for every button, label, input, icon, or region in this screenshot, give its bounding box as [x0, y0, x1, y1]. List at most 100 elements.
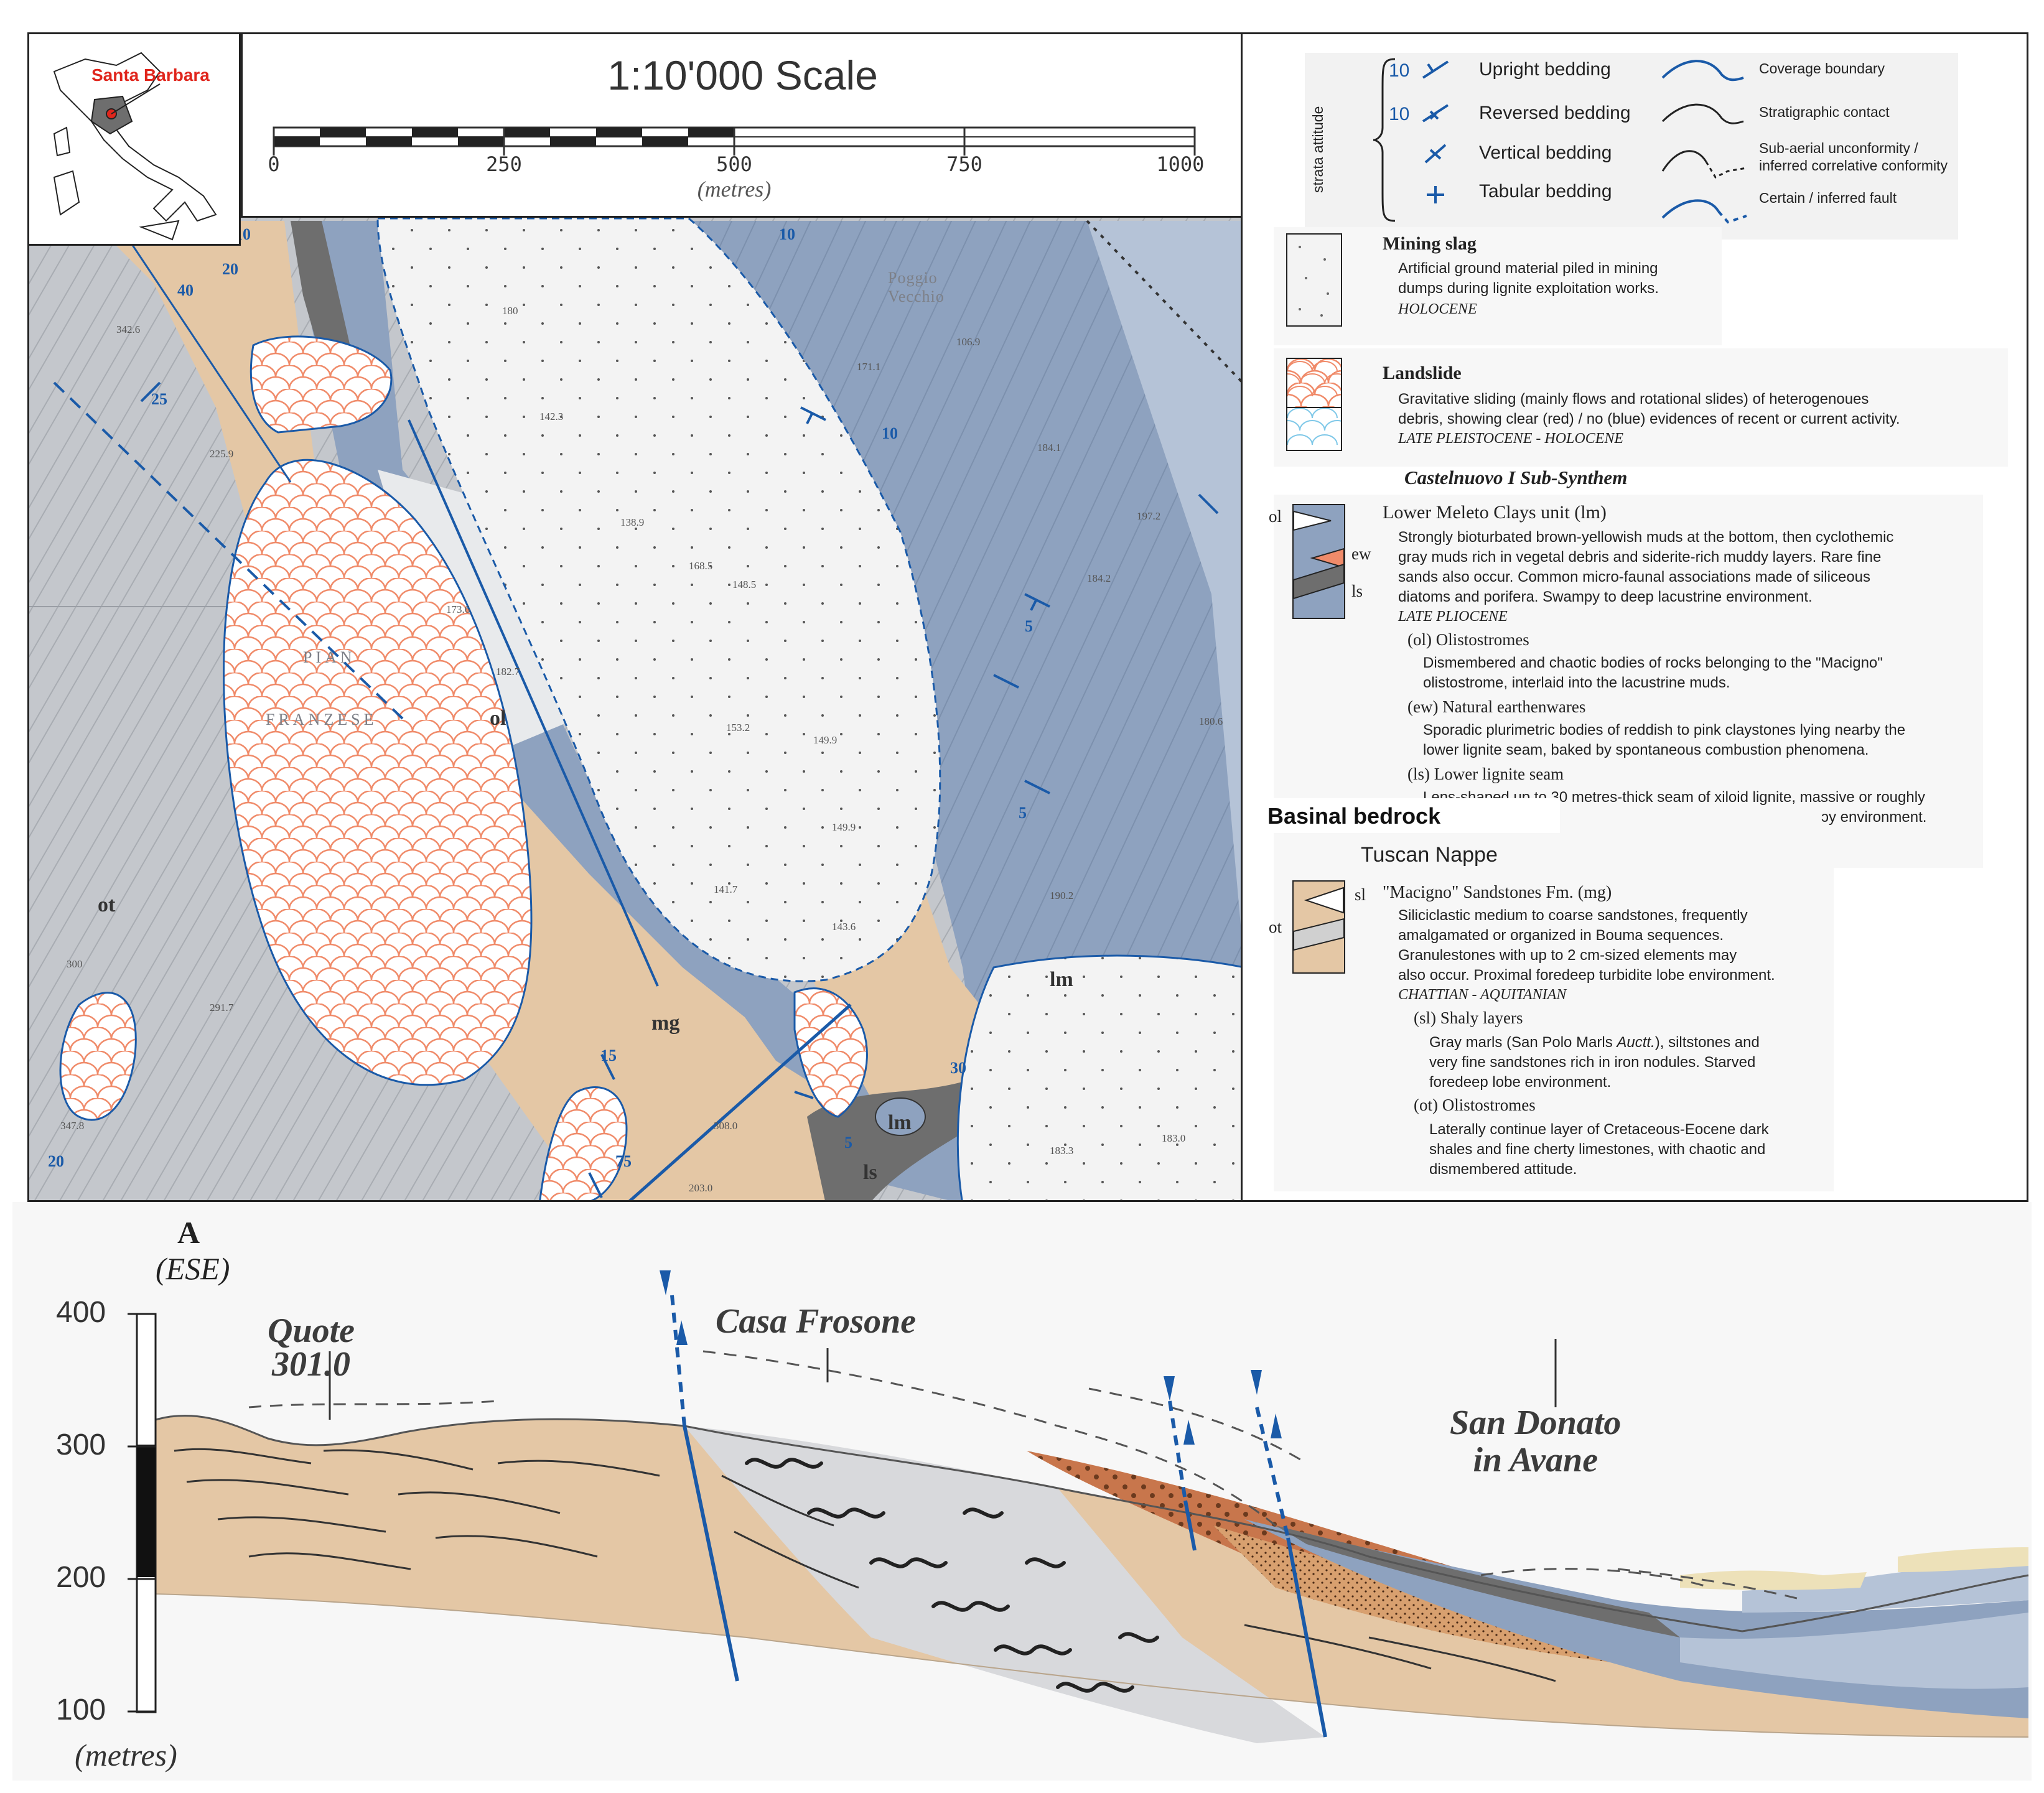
- upright-bedding-label: Upright bedding: [1479, 59, 1611, 80]
- spot-height: 141.7: [714, 883, 738, 895]
- macigno-swatch: [1292, 880, 1345, 974]
- map-legend: strata attitude 10 Upright bedding 10 Re…: [1243, 32, 2028, 1202]
- place-label-pian: PIAN: [303, 648, 356, 666]
- meleto-desc: Strongly bioturbated brown-yellowish mud…: [1398, 529, 1894, 546]
- unit-code-ol: ol: [490, 707, 506, 730]
- axis-tick-400: 400: [56, 1296, 106, 1329]
- section-end-label: A: [177, 1215, 200, 1250]
- dip-label: 10: [882, 424, 898, 442]
- scale-tick: 1000: [1156, 152, 1205, 176]
- ol-title: (ol) Olistostromes: [1407, 630, 1529, 649]
- spot-height: 148.5: [732, 579, 756, 590]
- bedrock-mask: [1261, 798, 1560, 833]
- ot-desc: dismembered attitude.: [1429, 1161, 1577, 1178]
- place-label-franzese: FRANZESE: [266, 710, 377, 729]
- scale-tick: 750: [946, 152, 982, 176]
- ew-desc: lower lignite seam, baked by spontaneous…: [1423, 742, 1869, 758]
- scale-bar: [273, 126, 1196, 156]
- dip-label: 5: [844, 1134, 852, 1152]
- scale-tick: 500: [716, 152, 752, 176]
- upright-value: 10: [1389, 60, 1410, 81]
- place-quote-elevation: 301.0: [272, 1345, 350, 1384]
- slag-title: Mining slag: [1383, 233, 1477, 254]
- dots-icon: [1299, 246, 1329, 317]
- dip-label: 25: [151, 390, 167, 408]
- slag-swatch: [1286, 233, 1342, 327]
- sl-desc: foredeep lobe environment.: [1429, 1074, 1612, 1091]
- section-canvas: [128, 1270, 2029, 1743]
- place-san-donato-line2: in Avane: [1473, 1441, 1598, 1479]
- macigno-code-ot: ot: [1269, 918, 1282, 936]
- spot-height: 142.3: [539, 411, 563, 422]
- spot-height: 300: [67, 958, 83, 970]
- ls-desc-tail: ɔy environment.: [1821, 809, 1927, 826]
- spot-height: 173.6: [446, 603, 470, 615]
- meleto-code-ol: ol: [1269, 507, 1282, 526]
- strata-brace: [1373, 58, 1396, 222]
- unconformity-label-2: inferred correlative conformity: [1759, 157, 1948, 174]
- inset-place-label: Santa Barbara: [91, 65, 210, 85]
- spot-height: 197.2: [1137, 510, 1160, 522]
- spot-height: 180: [502, 305, 518, 317]
- spot-height: 171.1: [857, 361, 880, 373]
- nappe-title: Tuscan Nappe: [1361, 843, 1498, 867]
- landslide-desc-1: Gravitative sliding (mainly flows and ro…: [1398, 391, 1869, 408]
- meleto-pattern: [1294, 510, 1344, 600]
- ot-desc: shales and fine cherty limestones, with …: [1429, 1141, 1766, 1158]
- spot-height: 203.0: [689, 1182, 712, 1194]
- unit-code-lm: lm: [1050, 968, 1073, 991]
- unit-code-ls: ls: [863, 1161, 877, 1184]
- map-labels: PIAN FRANZESE Poggio Vecchio ol mg lm lm…: [48, 225, 1223, 1194]
- reversed-bedding-icon: [1422, 104, 1449, 123]
- sl-desc: very fine sandstones rich in iron nodule…: [1429, 1054, 1756, 1071]
- dip-label: 15: [600, 1046, 617, 1064]
- dip-label: 5: [1019, 804, 1027, 822]
- macigno-pattern: [1294, 887, 1344, 951]
- spot-height: 149.9: [813, 734, 837, 746]
- spot-height: 180.6: [1199, 715, 1223, 727]
- vertical-bedding-icon: [1424, 144, 1447, 164]
- reversed-value: 10: [1389, 104, 1410, 124]
- landslide-title: Landslide: [1383, 363, 1462, 383]
- sl-desc-pre: Gray marls (San Polo Marls: [1429, 1034, 1617, 1051]
- ol-desc: Dismembered and chaotic bodies of rocks …: [1423, 654, 1883, 671]
- unit-code-mg: mg: [651, 1012, 679, 1035]
- spot-height: 106.9: [956, 336, 980, 348]
- scale-unit: (metres): [697, 177, 772, 202]
- stratigraphic-contact-label: Stratigraphic contact: [1759, 104, 1890, 120]
- spot-height: 138.9: [620, 516, 644, 528]
- meleto-title: Lower Meleto Clays unit (lm): [1383, 502, 1607, 523]
- spot-height: 308.0: [714, 1120, 737, 1132]
- italy-outline: [53, 52, 217, 241]
- place-quote-name: Quote: [268, 1311, 355, 1350]
- scale-bar-box: 1:10'000 Scale: [241, 34, 1241, 218]
- spot-height: 225.9: [210, 448, 233, 460]
- location-inset: Santa Barbara: [29, 34, 241, 246]
- symbols-box: [1305, 53, 1958, 240]
- sl-title: (sl) Shaly layers: [1414, 1008, 1523, 1027]
- axis-tick-200: 200: [56, 1561, 106, 1594]
- slag-age: HOLOCENE: [1398, 301, 1477, 317]
- dip-label: 20: [222, 260, 238, 278]
- meleto-age: LATE PLIOCENE: [1398, 608, 1508, 625]
- macigno-code-sl: sl: [1355, 885, 1366, 904]
- upright-bedding-icon: [1422, 60, 1449, 79]
- meleto-desc: sands also occur. Common micro-faunal as…: [1398, 569, 1871, 585]
- spot-height: 149.9: [832, 821, 856, 833]
- vertical-bedding-label: Vertical bedding: [1479, 142, 1612, 163]
- spot-height: 183.3: [1050, 1145, 1073, 1157]
- section-direction: (ESE): [156, 1251, 230, 1286]
- unconformity-label: Sub-aerial unconformity /: [1759, 140, 1918, 156]
- line-symbols: [1661, 60, 1747, 224]
- ew-title: (ew) Natural earthenwares: [1407, 697, 1586, 716]
- spot-height: 342.6: [116, 324, 140, 335]
- spot-height: 184.1: [1037, 442, 1061, 454]
- unit-code-ot: ot: [98, 893, 116, 916]
- macigno-desc: also occur. Proximal foredeep turbidite …: [1398, 967, 1775, 984]
- macigno-title: "Macigno" Sandstones Fm. (mg): [1383, 883, 1612, 902]
- landslide-box: [1274, 348, 2008, 467]
- macigno-desc: amalgamated or organized in Bouma sequen…: [1398, 927, 1724, 944]
- fault-label: Certain / inferred fault: [1759, 190, 1897, 206]
